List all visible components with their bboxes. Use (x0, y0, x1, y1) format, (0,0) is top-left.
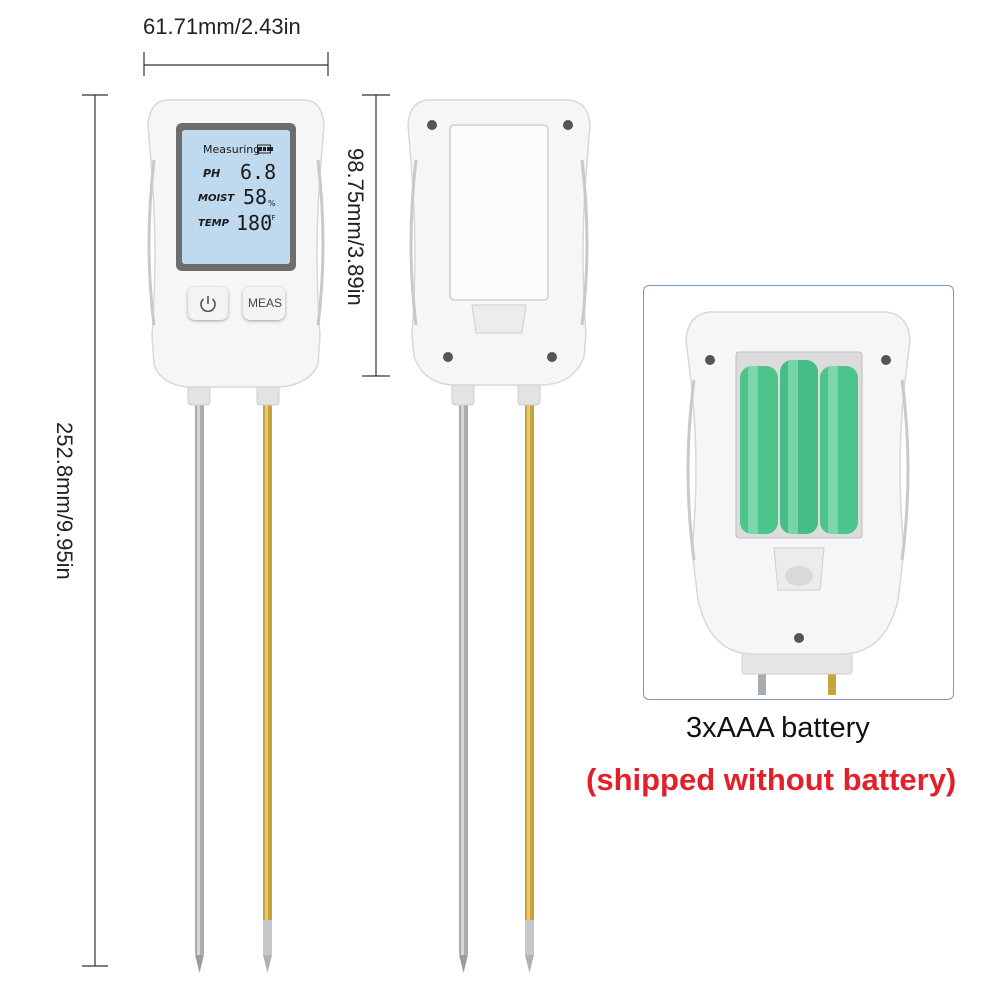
lcd-temp-label: TEMP (198, 218, 229, 229)
battery-caption: 3xAAA battery (686, 712, 870, 744)
lcd-ph-label: PH (203, 167, 221, 180)
shipping-note: (shipped without battery) (586, 762, 957, 797)
battery-compartment-image (685, 311, 911, 695)
power-button[interactable] (188, 287, 228, 320)
head-height-dimension-label: 98.75mm/3.89in (343, 148, 368, 306)
meas-button[interactable]: MEAS (243, 287, 285, 320)
total-height-dimension-label: 252.8mm/9.95in (52, 422, 77, 580)
width-dimension-label: 61.71mm/2.43in (143, 14, 301, 39)
lcd-temp-unit: °F (268, 214, 276, 222)
lcd-moist-unit: % (268, 199, 276, 208)
meas-button-label: MEAS (248, 296, 283, 310)
lcd-status-text: Measuring (203, 143, 261, 156)
power-icon (200, 296, 216, 313)
lcd-temp-value: 180 (236, 211, 273, 235)
width-dimension-line (143, 52, 329, 76)
lcd-ph-value: 6.8 (240, 160, 277, 184)
head-height-dimension-line (362, 94, 390, 377)
lcd-moist-value: 58 (243, 185, 268, 209)
back-meter-body (407, 99, 591, 973)
battery-level-icon (257, 144, 273, 154)
total-height-dimension-line (82, 94, 108, 967)
lcd-moist-label: MOIST (198, 193, 235, 204)
